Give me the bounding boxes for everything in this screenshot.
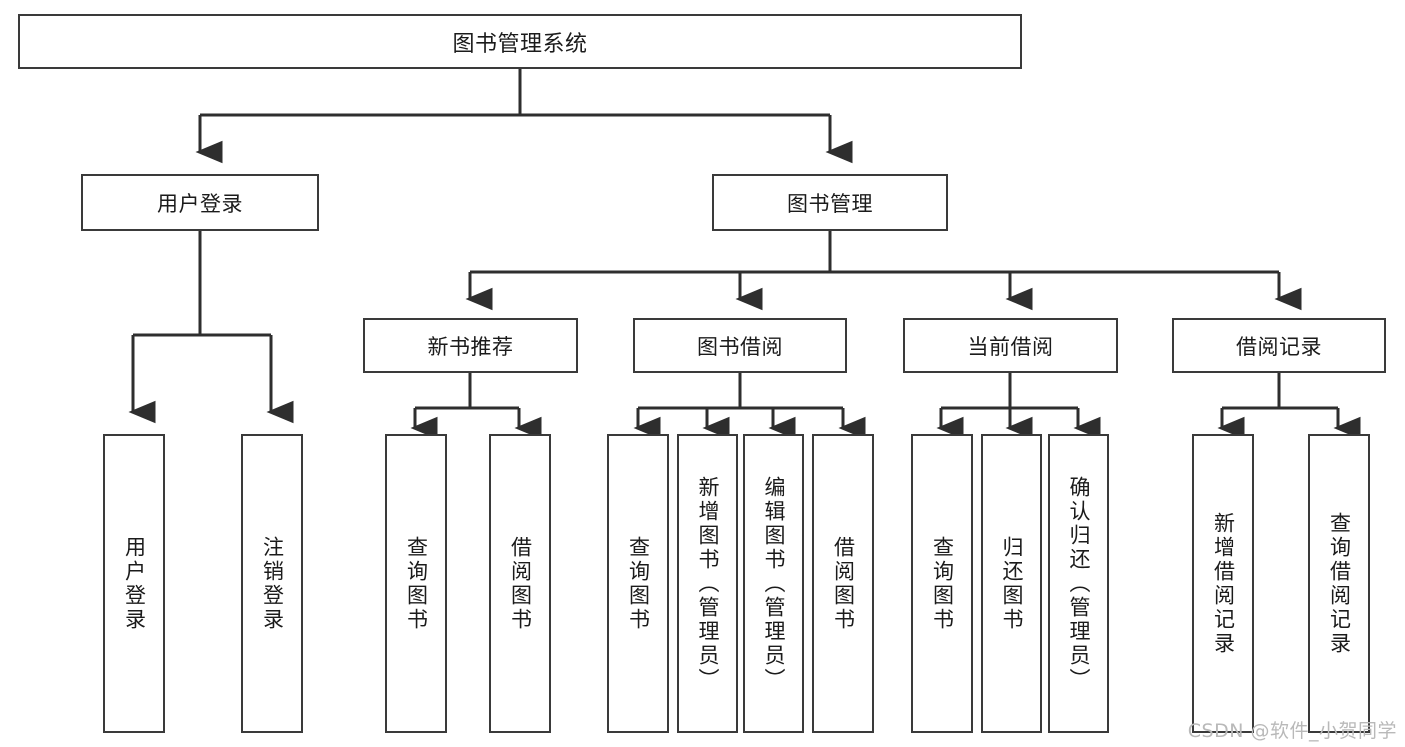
node-borrow-record[interactable]: 借阅记录 bbox=[1172, 318, 1386, 373]
leaf-borrow-borrow-book-label: 借阅图书 bbox=[831, 535, 856, 632]
leaf-current-query-book[interactable]: 查询图书 bbox=[911, 434, 973, 733]
node-root-system-label: 图书管理系统 bbox=[452, 31, 588, 57]
leaf-current-return-book-label: 归还图书 bbox=[1000, 535, 1024, 632]
node-root-system[interactable]: 图书管理系统 bbox=[18, 14, 1022, 69]
leaf-current-confirm-return[interactable]: 确认归还（管理员） bbox=[1048, 434, 1109, 733]
node-book-management[interactable]: 图书管理 bbox=[712, 174, 948, 231]
leaf-borrow-add-book-label: 新增图书（管理员） bbox=[696, 475, 720, 692]
leaf-current-query-book-label: 查询图书 bbox=[930, 535, 955, 632]
node-current-borrow[interactable]: 当前借阅 bbox=[903, 318, 1118, 373]
leaf-borrow-edit-book-label: 编辑图书（管理员） bbox=[762, 475, 786, 692]
node-user-login-label: 用户登录 bbox=[157, 191, 243, 216]
leaf-user-login-signout[interactable]: 注销登录 bbox=[241, 434, 303, 733]
leaf-recommend-query-book-label: 查询图书 bbox=[404, 535, 429, 632]
leaf-borrow-query-book-label: 查询图书 bbox=[626, 535, 651, 632]
leaf-user-login-signin[interactable]: 用户登录 bbox=[103, 434, 165, 733]
leaf-record-add-record-label: 新增借阅记录 bbox=[1211, 511, 1236, 656]
leaf-recommend-borrow-book-label: 借阅图书 bbox=[508, 535, 533, 632]
leaf-record-query-record[interactable]: 查询借阅记录 bbox=[1308, 434, 1370, 733]
leaf-current-return-book[interactable]: 归还图书 bbox=[981, 434, 1042, 733]
node-book-borrow-label: 图书借阅 bbox=[697, 334, 783, 359]
leaf-borrow-borrow-book[interactable]: 借阅图书 bbox=[812, 434, 874, 733]
node-new-book-recommend[interactable]: 新书推荐 bbox=[363, 318, 578, 373]
leaf-borrow-edit-book[interactable]: 编辑图书（管理员） bbox=[743, 434, 804, 733]
leaf-user-login-signin-label: 用户登录 bbox=[122, 535, 147, 632]
node-book-management-label: 图书管理 bbox=[787, 191, 873, 216]
node-book-borrow[interactable]: 图书借阅 bbox=[633, 318, 847, 373]
leaf-record-query-record-label: 查询借阅记录 bbox=[1327, 511, 1352, 656]
leaf-recommend-query-book[interactable]: 查询图书 bbox=[385, 434, 447, 733]
leaf-recommend-borrow-book[interactable]: 借阅图书 bbox=[489, 434, 551, 733]
node-user-login[interactable]: 用户登录 bbox=[81, 174, 319, 231]
leaf-borrow-query-book[interactable]: 查询图书 bbox=[607, 434, 669, 733]
node-current-borrow-label: 当前借阅 bbox=[967, 334, 1054, 359]
leaf-borrow-add-book[interactable]: 新增图书（管理员） bbox=[677, 434, 738, 733]
leaf-record-add-record[interactable]: 新增借阅记录 bbox=[1192, 434, 1254, 733]
watermark-text: CSDN @软件_小贺同学 bbox=[1187, 720, 1397, 742]
leaf-current-confirm-return-label: 确认归还（管理员） bbox=[1067, 475, 1091, 692]
node-borrow-record-label: 借阅记录 bbox=[1236, 334, 1322, 359]
node-new-book-recommend-label: 新书推荐 bbox=[427, 334, 514, 359]
leaf-user-login-signout-label: 注销登录 bbox=[260, 535, 285, 632]
